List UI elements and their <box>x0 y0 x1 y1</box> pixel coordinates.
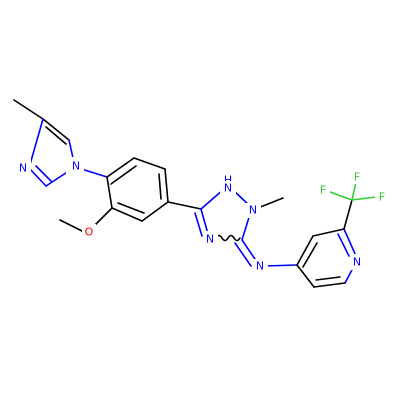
bond-ph-2-3 <box>133 157 166 170</box>
atom-o-methoxy: O <box>85 226 94 239</box>
atom-n-imine: N <box>256 260 264 273</box>
bond-ph-5-6 <box>111 207 143 222</box>
bond-py-n-6 <box>344 267 354 284</box>
atom-n-triazole-methyl: N <box>249 204 257 217</box>
bond-n-methyl <box>257 197 284 209</box>
atom-n-triazole-4: N <box>206 233 214 246</box>
bond-py-3-2 <box>312 228 345 237</box>
bond-methyl-imidazole <box>13 99 44 120</box>
bond-imine <box>241 239 258 263</box>
bond-py-4-3-double <box>302 242 318 268</box>
bond-imid-n3-c4 <box>28 118 44 169</box>
atom-f-left: F <box>320 184 326 197</box>
atom-n-pyridine: N <box>353 256 361 269</box>
bond-o-methyl <box>59 219 85 233</box>
bond-imid-c4-c5-double <box>45 126 67 145</box>
bond-ph-triazole <box>167 201 202 210</box>
bond-ph-3-4 <box>164 168 169 203</box>
atom-f-right: F <box>379 191 385 204</box>
bond-ph-6-1 <box>106 176 113 209</box>
bond-c-f-top <box>351 181 357 201</box>
bond-tri-c3-n4-double <box>194 212 203 237</box>
bond-py-6-5 <box>313 282 346 288</box>
atom-h-triazole: H <box>224 174 232 187</box>
bond-py-4-3 <box>296 235 314 266</box>
bond-ph-5-6-double <box>117 202 145 214</box>
bond-py-2-n-double <box>337 233 350 257</box>
bond-c-f-left <box>329 191 353 201</box>
bond-py-2-n <box>343 228 357 257</box>
bond-py-5-4 <box>296 264 315 288</box>
atom-labels: N N O H N N N N N F F F <box>16 157 389 274</box>
bond-ph-4-5 <box>141 201 169 222</box>
bond-imine-pyridine <box>263 264 298 267</box>
bond-imid-c4-c5 <box>42 118 70 141</box>
bond-py-cf3 <box>343 199 353 230</box>
bond-py-6-5-double <box>315 276 341 281</box>
bond-ph-3-4-double <box>158 173 162 200</box>
atom-n-triazole-h: N <box>224 182 232 195</box>
bond-imid-c2-n3-double <box>35 165 52 182</box>
bond-tri-n-c5 <box>241 213 251 241</box>
atom-n-imidazole-1: N <box>72 160 80 173</box>
bond-tri-c3-n4 <box>200 208 209 235</box>
bond-tri-wavy <box>215 234 241 242</box>
bond-c-f-right <box>351 196 377 201</box>
atom-f-top: F <box>354 171 360 184</box>
bond-imine-double <box>234 242 252 267</box>
bond-imid-c2-n3 <box>28 167 47 187</box>
atom-n-imidazole-3: N <box>19 162 27 175</box>
bond-ph-1-2 <box>106 157 135 178</box>
bond-ph-1-2-double <box>110 165 137 185</box>
